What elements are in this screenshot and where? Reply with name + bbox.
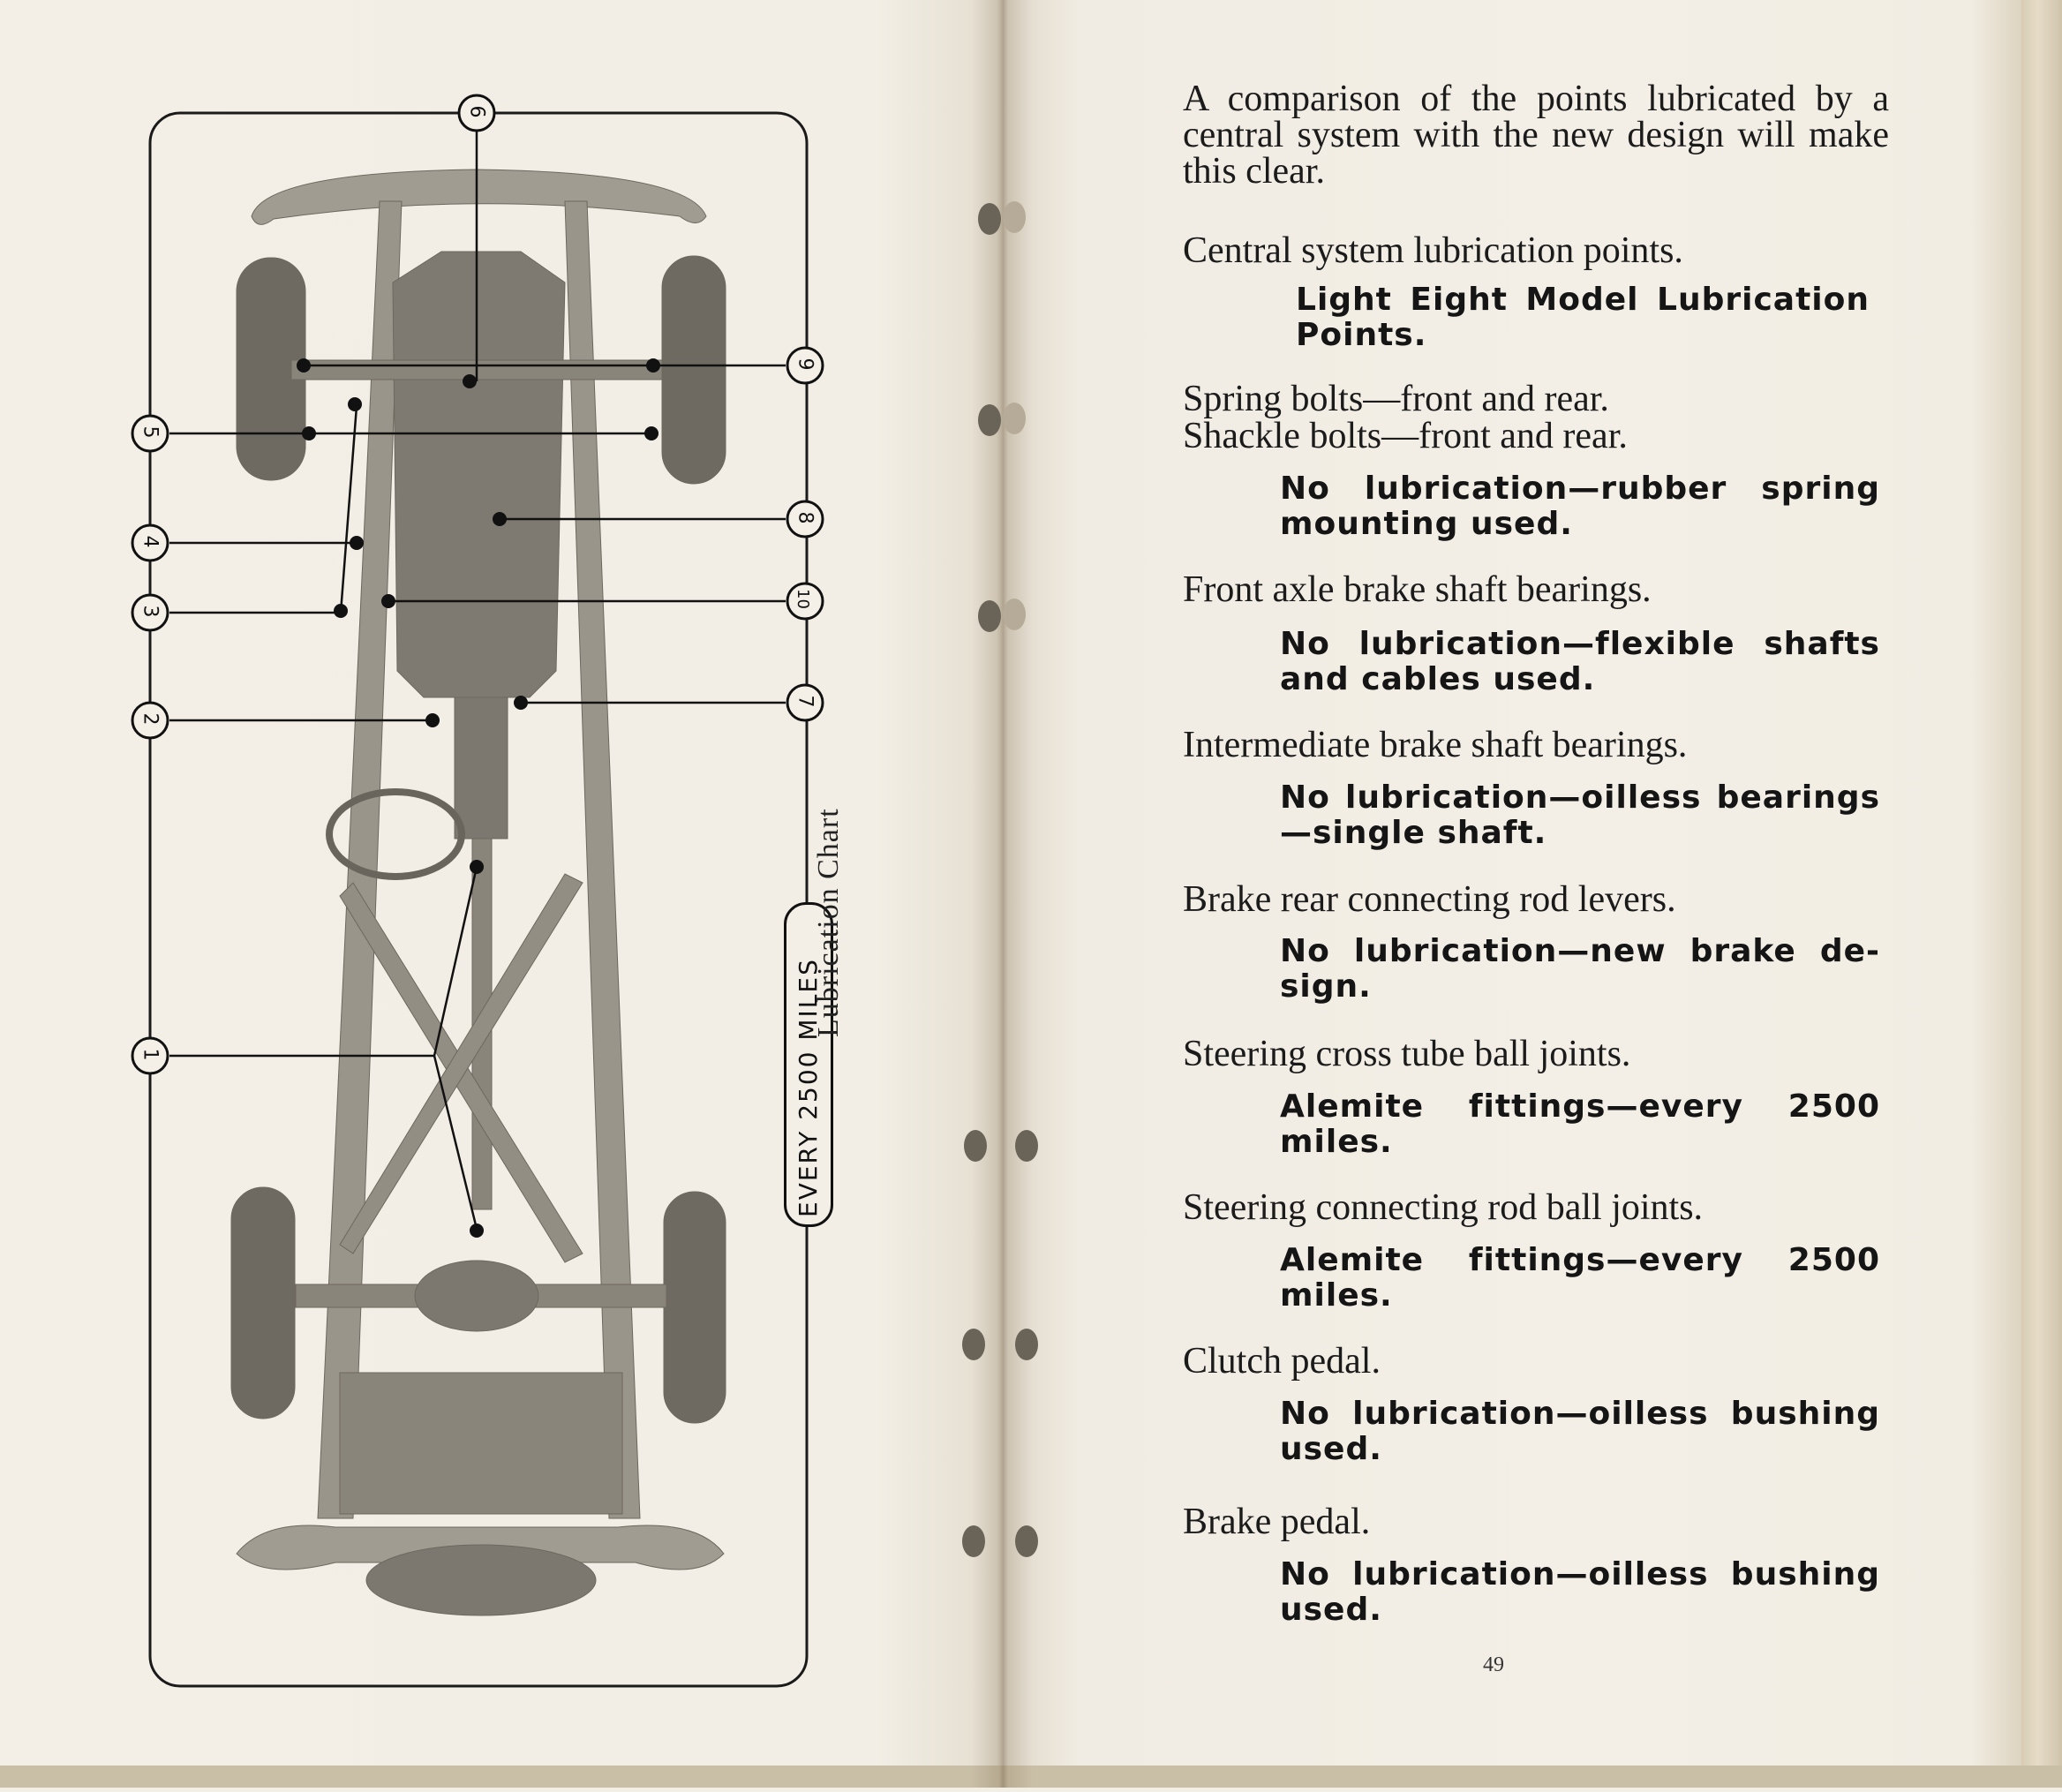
callout-label-7: 7 (794, 695, 817, 708)
page-fore-edge (2021, 0, 2062, 1788)
item-note: Light Eight Model Lubrication Points. (1296, 282, 1870, 353)
callout-label-4: 4 (139, 535, 162, 548)
item-note: No lubrication—oilless bushing used. (1280, 1396, 1880, 1467)
item-title: Central system lubrication points. (1183, 230, 1683, 271)
binding-stitch (978, 404, 1001, 436)
callout-label-8: 8 (794, 511, 817, 524)
callout-label-3: 3 (139, 605, 162, 618)
item-title: Brake pedal. (1183, 1502, 1371, 1542)
item-note: No lubrication—rubber spring mounting us… (1280, 471, 1880, 542)
item-title: Brake rear connecting rod levers. (1183, 879, 1676, 920)
callout-circles (131, 94, 824, 1075)
book-gutter (971, 0, 1033, 1788)
binding-stitch (1015, 1329, 1038, 1360)
item-title: Front axle brake shaft bearings. (1183, 569, 1652, 610)
item-note: Alemite fittings—every 2500 miles. (1280, 1242, 1880, 1314)
binding-stitch (962, 1329, 985, 1360)
item-note: No lubrication—new brake de- sign. (1280, 933, 1880, 1005)
callout-label-1: 1 (139, 1048, 162, 1061)
binding-stitch (978, 203, 1001, 235)
item-title: Steering connecting rod ball joints. (1183, 1187, 1704, 1228)
callout-label-5: 5 (139, 425, 162, 439)
binding-stitch (978, 600, 1001, 632)
callout-label-2: 2 (139, 712, 162, 726)
item-title: Steering cross tube ball joints. (1183, 1034, 1631, 1074)
item-title: Clutch pedal. (1183, 1341, 1381, 1382)
binding-stitch (1015, 1525, 1038, 1557)
grease-points (297, 358, 660, 1238)
binding-stitch (1015, 1130, 1038, 1162)
chassis-illustration (230, 169, 726, 1616)
item-title: Intermediate brake shaft bearings. (1183, 725, 1688, 765)
item-note: No lubrication—flexible shafts and cable… (1280, 626, 1880, 697)
item-title: Shackle bolts—front and rear. (1183, 416, 1628, 456)
leader-lines (169, 131, 786, 1230)
right-page (997, 0, 2021, 1788)
binding-stitch (1003, 599, 1026, 630)
callout-label-9: 9 (794, 358, 817, 371)
binding-stitch (1003, 201, 1026, 233)
page-bottom-edge (0, 1766, 2062, 1788)
callout-label-6: 6 (465, 105, 488, 118)
binding-stitch (1003, 403, 1026, 434)
item-title: Spring bolts—front and rear. (1183, 379, 1609, 419)
interval-badge: EVERY 2500 MILES (784, 902, 833, 1227)
intro-paragraph: A comparison of the points lubricated by… (1183, 79, 1889, 192)
chassis-diagram (131, 94, 824, 1688)
binding-stitch (962, 1525, 985, 1557)
item-note: Alemite fittings—every 2500 miles. (1280, 1088, 1880, 1160)
item-note: No lubrication—oilless bushing used. (1280, 1556, 1880, 1628)
callout-label-10: 10 (793, 589, 812, 609)
item-note: No lubrication—oilless bearings —single … (1280, 779, 1880, 851)
lubrication-chart: 6 9 5 4 3 8 10 2 7 1 EVERY 2500 MILES Lu… (0, 0, 997, 1788)
binding-stitch (964, 1130, 987, 1162)
page-number: 49 (1483, 1653, 1504, 1676)
